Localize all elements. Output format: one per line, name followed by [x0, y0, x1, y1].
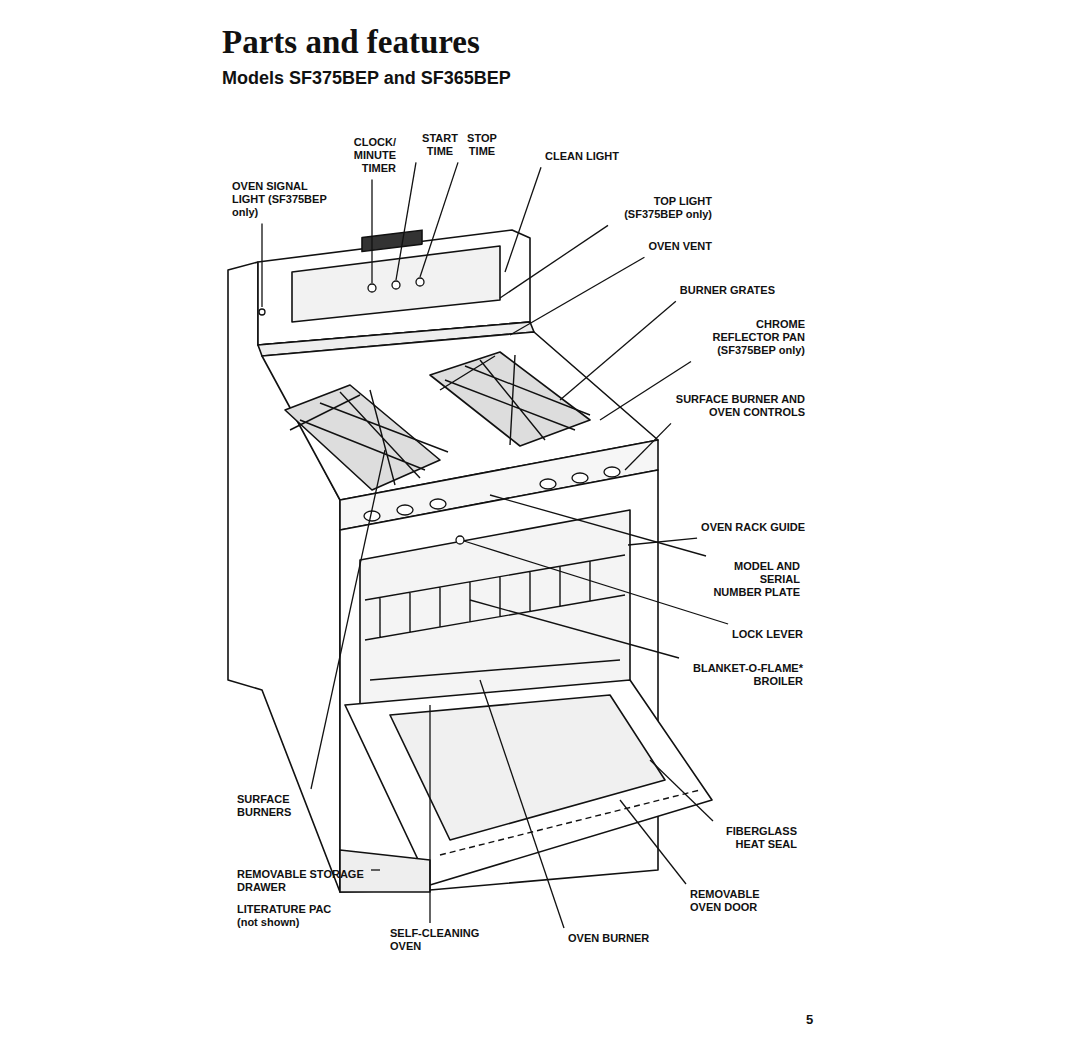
grate-bars [290, 390, 448, 485]
part-label: LOCK LEVER [732, 628, 803, 641]
leader-line [600, 362, 691, 420]
knob [540, 479, 556, 489]
knob [397, 505, 413, 515]
part-label: REMOVABLE STORAGE DRAWER [237, 868, 367, 894]
part-label: OVEN SIGNAL LIGHT (SF375BEP only) [232, 180, 332, 220]
leader-line [490, 495, 706, 556]
display [362, 230, 422, 251]
oven-cavity [360, 510, 630, 710]
start-button [392, 281, 400, 289]
leader-line [420, 162, 458, 277]
leader-line [560, 301, 676, 400]
part-label: CLOCK/ MINUTE TIMER [341, 136, 396, 176]
part-label: FIBERGLASS HEAT SEAL [717, 825, 797, 851]
part-label: SURFACE BURNER AND OVEN CONTROLS [675, 393, 805, 419]
oven-racks [365, 555, 625, 640]
leader-line [470, 600, 679, 658]
part-label: CLEAN LIGHT [545, 150, 619, 163]
part-label: OVEN RACK GUIDE [701, 521, 805, 534]
leader-line [625, 423, 671, 470]
lock-lever [456, 536, 464, 544]
leader-line [371, 180, 372, 283]
part-label: BURNER GRATES [680, 284, 775, 297]
leader-line [620, 800, 686, 884]
clock-button [368, 284, 376, 292]
leader-line [464, 541, 728, 624]
leader-line [261, 224, 262, 307]
part-label: LITERATURE PAC (not shown) [237, 903, 337, 929]
part-label: TOP LIGHT (SF375BEP only) [612, 195, 712, 221]
control-panel [292, 246, 500, 322]
leader-line [311, 450, 385, 789]
knob [572, 473, 588, 483]
leader-line [429, 705, 430, 923]
leader-line [505, 167, 541, 272]
part-label: OVEN VENT [648, 240, 712, 253]
oven-burner [370, 660, 620, 680]
leader-line [371, 869, 380, 870]
leader-line [480, 680, 564, 928]
part-label: SURFACE BURNERS [237, 793, 307, 819]
part-label: REMOVABLE OVEN DOOR [690, 888, 780, 914]
page-number: 5 [806, 1012, 813, 1028]
part-label: SELF-CLEANING OVEN [390, 927, 480, 953]
model-subtitle: Models SF375BEP and SF365BEP [222, 68, 511, 90]
knob [604, 467, 620, 477]
part-label: OVEN BURNER [568, 932, 649, 945]
oven-door [345, 680, 712, 885]
part-label: BLANKET-O-FLAME* BROILER [683, 662, 803, 688]
burner-grate [430, 352, 590, 446]
page-title: Parts and features [222, 24, 480, 61]
stop-button [416, 278, 424, 286]
door-trim [440, 790, 700, 855]
part-label: MODEL AND SERIAL NUMBER PLATE [710, 560, 800, 600]
signal-light [259, 309, 265, 315]
grate-bars [440, 355, 590, 445]
knob [430, 499, 446, 509]
part-label: START TIME [420, 132, 460, 158]
leader-line [650, 760, 713, 821]
part-label: STOP TIME [462, 132, 502, 158]
leader-line [396, 162, 416, 280]
leader-line [510, 257, 644, 335]
part-label: CHROME REFLECTOR PAN (SF375BEP only) [695, 318, 805, 358]
